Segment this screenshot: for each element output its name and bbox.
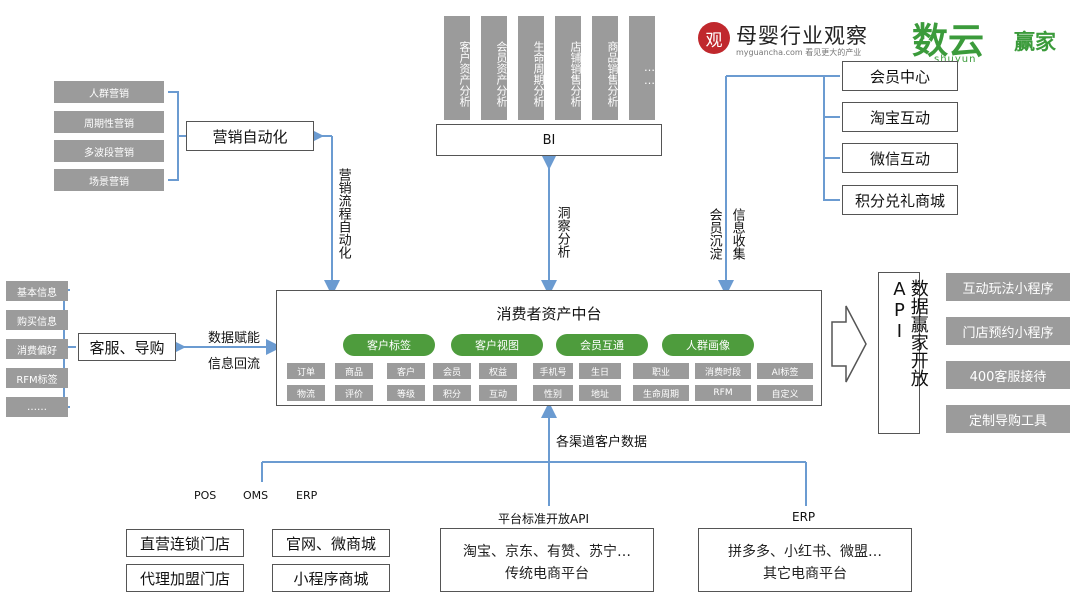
insight-label: 洞察分析 <box>554 206 570 258</box>
other-line-2: 其它电商平台 <box>763 566 847 582</box>
core-cell: 等级 <box>387 385 425 401</box>
service-label-top: 数据赋能 <box>208 331 261 346</box>
bi-tab: 会员资产分析 <box>481 16 508 120</box>
core-pill: 人群画像 <box>662 334 754 356</box>
channel-tag: OMS <box>243 489 269 502</box>
core-cell: 互动 <box>479 385 517 401</box>
core-cell: 订单 <box>287 363 325 379</box>
core-cell: 客户 <box>387 363 425 379</box>
guancha-mark-icon: 观 <box>698 22 730 54</box>
core-cell: 消费时段 <box>695 363 751 379</box>
other-platform-box: 拼多多、小红书、微盟… 其它电商平台 <box>698 528 912 592</box>
member-label-left: 会员沉淀 <box>706 208 722 260</box>
platform-line-2: 传统电商平台 <box>505 566 589 582</box>
store-item: 直营连锁门店 <box>126 529 244 557</box>
core-pill: 会员互通 <box>556 334 648 356</box>
core-cell: 商品 <box>335 363 373 379</box>
bi-tab: 商品销售分析 <box>592 16 619 120</box>
core-cell: 积分 <box>433 385 471 401</box>
core-cell: 生命周期 <box>633 385 689 401</box>
open-api-item: 互动玩法小程序 <box>946 273 1070 301</box>
open-api-item: 门店预约小程序 <box>946 317 1070 345</box>
bi-tab: 店铺销售分析 <box>555 16 582 120</box>
core-cell: 会员 <box>433 363 471 379</box>
core-pill: 客户视图 <box>451 334 543 356</box>
core-cell: AI标签 <box>757 363 813 379</box>
core-cell: 地址 <box>579 385 621 401</box>
marketing-item: 人群营销 <box>54 81 164 103</box>
store-item: 小程序商城 <box>272 564 390 592</box>
member-item: 积分兑礼商城 <box>842 185 958 215</box>
service-label-bottom: 信息回流 <box>208 357 261 372</box>
store-item: 官网、微商城 <box>272 529 390 557</box>
open-api-item: 400客服接待 <box>946 361 1070 389</box>
member-label-right: 信息收集 <box>729 208 745 260</box>
platform-box: 淘宝、京东、有赞、苏宁… 传统电商平台 <box>440 528 654 592</box>
shuyun-sub: shuyun <box>934 54 977 65</box>
service-box: 客服、导购 <box>78 333 176 361</box>
member-item: 会员中心 <box>842 61 958 91</box>
bi-tab: 客户资产分析 <box>444 16 471 120</box>
guancha-logo: 观 母婴行业观察 myguancha.com 看见更大的产业 <box>698 20 903 60</box>
bi-tab: 生命周期分析 <box>518 16 545 120</box>
core-cell: 职业 <box>633 363 689 379</box>
store-item: 代理加盟门店 <box>126 564 244 592</box>
service-item: RFM标签 <box>6 368 68 388</box>
core-cell: 自定义 <box>757 385 813 401</box>
channel-tag: POS <box>194 489 217 502</box>
other-line-1: 拼多多、小红书、微盟… <box>728 544 882 560</box>
service-item: 基本信息 <box>6 281 68 301</box>
guancha-name: 母婴行业观察 <box>736 24 868 48</box>
platform-label: 平台标准开放API <box>498 512 589 526</box>
core-cell: 生日 <box>579 363 621 379</box>
bi-tab: …… <box>629 16 656 120</box>
open-api-box: 数据赢家开放API <box>878 272 929 434</box>
open-api-label: 数据赢家开放API <box>888 279 929 387</box>
core-panel: 消费者资产中台 客户标签 客户视图 会员互通 人群画像 订单 商品 客户 会员 … <box>276 290 822 406</box>
core-cell: 性别 <box>533 385 573 401</box>
marketing-item: 多波段营销 <box>54 140 164 162</box>
marketing-flow-label: 营销流程自动化 <box>335 168 351 259</box>
member-item: 淘宝互动 <box>842 102 958 132</box>
marketing-automation-box: 营销自动化 <box>186 121 314 151</box>
core-pill: 客户标签 <box>343 334 435 356</box>
marketing-item: 场景营销 <box>54 169 164 191</box>
shuyun-name: 数云 <box>912 21 985 62</box>
core-cell: 物流 <box>287 385 325 401</box>
core-cell: 评价 <box>335 385 373 401</box>
erp-label: ERP <box>792 510 816 524</box>
bi-box: BI <box>436 124 662 156</box>
core-cell: RFM <box>695 385 751 401</box>
guancha-sub: myguancha.com 看见更大的产业 <box>736 48 862 57</box>
service-item: …… <box>6 397 68 417</box>
core-cell: 权益 <box>479 363 517 379</box>
open-api-item: 定制导购工具 <box>946 405 1070 433</box>
core-cell: 手机号 <box>533 363 573 379</box>
service-item: 购买信息 <box>6 310 68 330</box>
core-title: 消费者资产中台 <box>496 305 602 323</box>
marketing-item: 周期性营销 <box>54 111 164 133</box>
service-item: 消费偏好 <box>6 339 68 359</box>
yingjia-name: 赢家 <box>1014 30 1056 54</box>
channel-tag: ERP <box>296 489 318 502</box>
member-item: 微信互动 <box>842 143 958 173</box>
channels-label: 各渠道客户数据 <box>556 435 648 450</box>
platform-line-1: 淘宝、京东、有赞、苏宁… <box>463 544 631 560</box>
shuyun-logo: 数云 shuyun 赢家 <box>912 12 1072 72</box>
